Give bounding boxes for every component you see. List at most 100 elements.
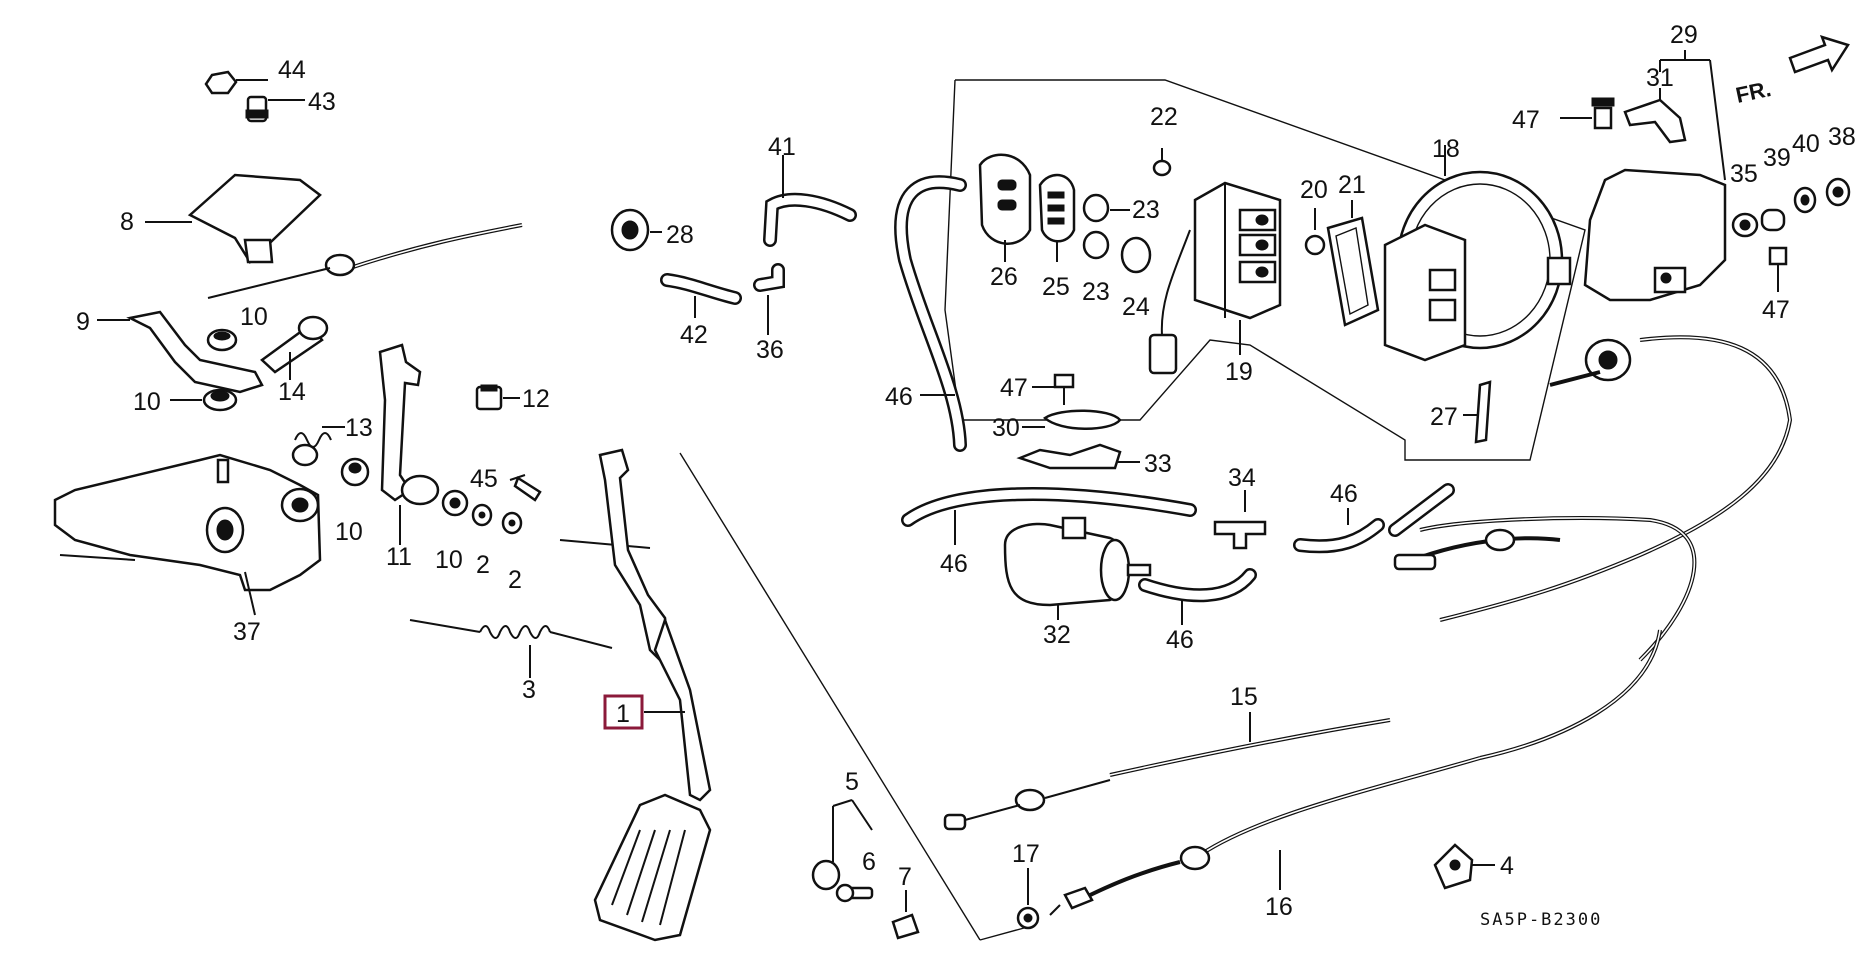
hose-46a bbox=[894, 175, 967, 452]
callout-41: 41 bbox=[768, 133, 796, 161]
bolt-43 bbox=[245, 95, 305, 123]
callout-47b: 47 bbox=[1512, 106, 1540, 134]
callout-20: 20 bbox=[1300, 176, 1328, 204]
oring-23b bbox=[1082, 230, 1110, 260]
callout-4: 4 bbox=[1500, 852, 1514, 880]
bolt-47a bbox=[1032, 373, 1075, 405]
washer-40 bbox=[1793, 186, 1817, 214]
washer-2a bbox=[471, 503, 493, 527]
callout-46c: 46 bbox=[1330, 480, 1358, 508]
callout-47a: 47 bbox=[1000, 374, 1028, 402]
cable-actuator bbox=[1439, 335, 1793, 622]
callout-18: 18 bbox=[1432, 135, 1460, 163]
seal-24 bbox=[1120, 236, 1152, 274]
callout-13: 13 bbox=[345, 414, 373, 442]
callout-6: 6 bbox=[862, 848, 876, 876]
callout-32: 32 bbox=[1043, 621, 1071, 649]
callout-47c: 47 bbox=[1762, 296, 1790, 324]
bushing-39 bbox=[1760, 208, 1786, 232]
callout-37: 37 bbox=[233, 618, 261, 646]
lever-9 bbox=[97, 310, 264, 394]
callout-38: 38 bbox=[1828, 123, 1856, 151]
washer-2b bbox=[501, 511, 523, 535]
callout-15: 15 bbox=[1230, 683, 1258, 711]
callout-46b: 46 bbox=[940, 550, 968, 578]
bracket-8 bbox=[145, 173, 322, 264]
bolt-47c bbox=[1768, 246, 1788, 292]
callout-10b: 10 bbox=[133, 388, 161, 416]
actuator-19 bbox=[1148, 181, 1282, 375]
tee-34 bbox=[1213, 490, 1267, 550]
canister-32 bbox=[1003, 516, 1152, 620]
callout-16: 16 bbox=[1265, 893, 1293, 921]
callout-9: 9 bbox=[76, 308, 90, 336]
oring-20 bbox=[1304, 208, 1326, 256]
highlight-box-1 bbox=[603, 694, 644, 730]
pedal-bracket-37 bbox=[53, 453, 322, 616]
callout-1: 1 bbox=[616, 700, 630, 728]
callout-10a: 10 bbox=[240, 303, 268, 331]
clamp-30 bbox=[1022, 409, 1122, 430]
bracket-29 bbox=[1659, 50, 1726, 181]
callout-8: 8 bbox=[120, 208, 134, 236]
clip-17 bbox=[1016, 868, 1040, 930]
callout-23a: 23 bbox=[1132, 196, 1160, 224]
hose-36 bbox=[753, 263, 785, 335]
callout-39: 39 bbox=[1763, 144, 1791, 172]
cap-6 bbox=[811, 859, 841, 891]
callout-33: 33 bbox=[1144, 450, 1172, 478]
callout-26: 26 bbox=[990, 263, 1018, 291]
spring-13 bbox=[291, 426, 345, 467]
callout-28: 28 bbox=[666, 221, 694, 249]
diagram-code: SA5P-B2300 bbox=[1480, 910, 1602, 930]
bushing-10d bbox=[441, 489, 469, 517]
mounting-bracket bbox=[1583, 168, 1727, 302]
screw-6 bbox=[835, 883, 874, 903]
callout-19: 19 bbox=[1225, 358, 1253, 386]
callout-23b: 23 bbox=[1082, 278, 1110, 306]
callout-45: 45 bbox=[470, 465, 498, 493]
seal-25 bbox=[1038, 173, 1076, 262]
vacuum-unit-18 bbox=[1383, 145, 1572, 362]
callout-labels: 44 43 8 9 10 10 14 13 12 37 10 11 45 10 … bbox=[76, 21, 1856, 921]
joint-14 bbox=[260, 315, 329, 380]
clip-group-5 bbox=[832, 799, 873, 862]
callout-34: 34 bbox=[1228, 464, 1256, 492]
clip-7 bbox=[891, 890, 920, 940]
cable-end-upper bbox=[1393, 528, 1561, 571]
callout-22: 22 bbox=[1150, 103, 1178, 131]
washer-38 bbox=[1825, 177, 1851, 207]
hose-46c bbox=[1138, 568, 1257, 625]
cover-26 bbox=[978, 153, 1032, 262]
callout-36: 36 bbox=[756, 336, 784, 364]
callout-35: 35 bbox=[1730, 160, 1758, 188]
callout-2a: 2 bbox=[476, 551, 490, 579]
bushing-10b bbox=[170, 388, 238, 412]
accelerator-pedal-1 bbox=[559, 448, 712, 942]
callout-30: 30 bbox=[992, 414, 1020, 442]
bushing-10a bbox=[206, 328, 238, 352]
callout-31: 31 bbox=[1646, 64, 1674, 92]
callout-3: 3 bbox=[522, 676, 536, 704]
callout-7: 7 bbox=[898, 863, 912, 891]
callout-17: 17 bbox=[1012, 840, 1040, 868]
callout-10c: 10 bbox=[335, 518, 363, 546]
callout-14: 14 bbox=[278, 378, 306, 406]
cable-16 bbox=[1049, 629, 1662, 916]
hose-41 bbox=[763, 155, 857, 247]
nut-35 bbox=[1731, 212, 1759, 238]
return-spring-3 bbox=[409, 619, 613, 678]
callout-25: 25 bbox=[1042, 273, 1070, 301]
bracket-33 bbox=[1016, 443, 1140, 470]
direction-arrow: FR. bbox=[1733, 35, 1850, 108]
callout-42: 42 bbox=[680, 321, 708, 349]
callout-43: 43 bbox=[308, 88, 336, 116]
hose-42 bbox=[660, 273, 742, 318]
callout-10d: 10 bbox=[435, 546, 463, 574]
nut-44 bbox=[204, 70, 268, 95]
gasket-21 bbox=[1326, 200, 1380, 327]
callout-12: 12 bbox=[522, 385, 550, 413]
direction-label: FR. bbox=[1733, 76, 1773, 108]
callout-27: 27 bbox=[1430, 403, 1458, 431]
oring-23a bbox=[1082, 193, 1130, 223]
